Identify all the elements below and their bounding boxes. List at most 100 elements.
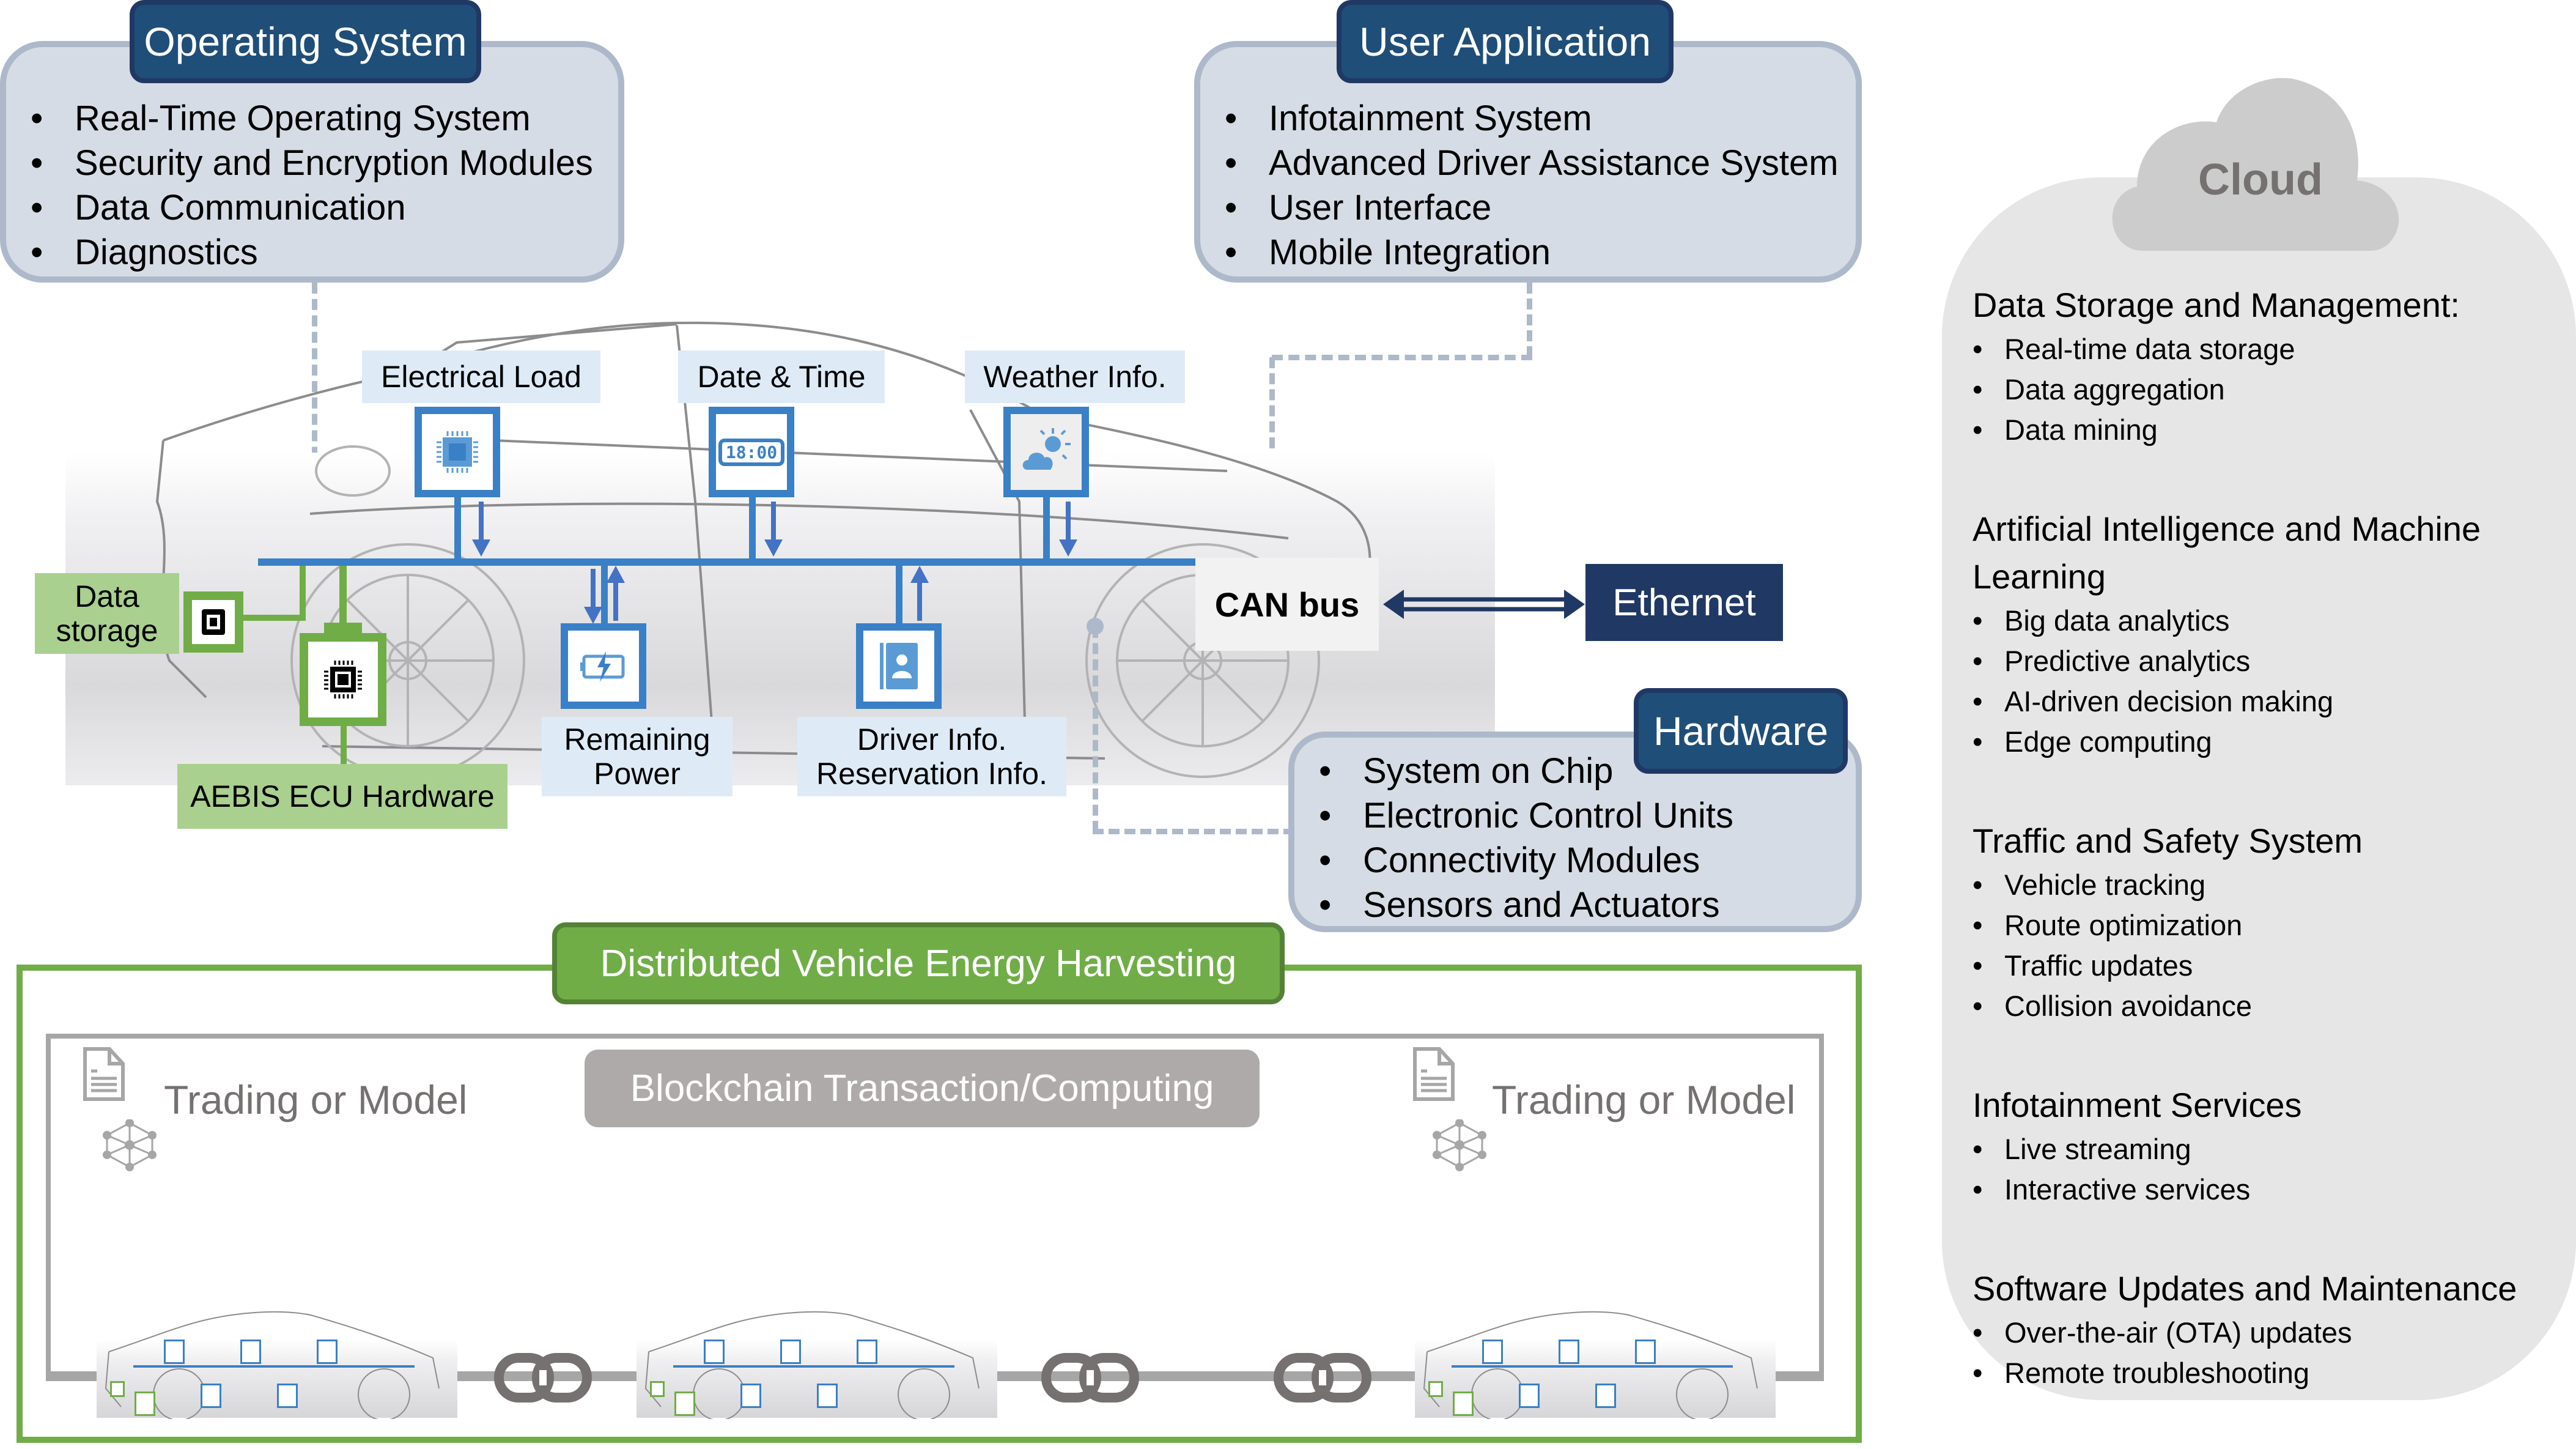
vehicle-node-module <box>817 1384 838 1408</box>
cloud-section-list: Vehicle tracking Route optimization Traf… <box>1973 865 2559 1026</box>
vehicle-node-bus <box>133 1365 415 1368</box>
cloud-icon <box>2112 78 2399 251</box>
vehicle-node-module <box>1595 1384 1616 1408</box>
hardware-connector-line-a <box>1093 627 1098 832</box>
aebis-ecu-label: AEBIS ECU Hardware <box>177 764 507 829</box>
driver-info-connector <box>896 566 902 624</box>
data-storage-line2: storage <box>56 613 158 648</box>
cloud-section-list: Real-time data storage Data aggregation … <box>1973 329 2559 450</box>
vehicle-node-storage <box>650 1381 665 1397</box>
vehicle-node[interactable] <box>637 1311 997 1419</box>
vehicle-node-storage <box>110 1381 125 1397</box>
operating-system-title: Operating System <box>130 0 481 83</box>
data-storage-label: Data storage <box>35 573 179 654</box>
driver-info-line1: Driver Info. <box>857 722 1007 757</box>
cloud-item: Data mining <box>1973 410 2559 450</box>
user-application-title: User Application <box>1337 0 1674 83</box>
chain-link-icon <box>494 1352 592 1407</box>
cloud-section-list: Over-the-air (OTA) updates Remote troubl… <box>1973 1313 2559 1393</box>
vehicle-node[interactable] <box>1415 1311 1776 1419</box>
hardware-item: Sensors and Actuators <box>1294 883 1733 927</box>
ethernet-box: Ethernet <box>1585 564 1783 641</box>
clock-icon: 18:00 <box>718 438 785 466</box>
chip-icon <box>324 661 362 699</box>
cloud-section: Artificial Intelligence and Machine Lear… <box>1973 505 2559 762</box>
cloud-section: Data Storage and Management: Real-time d… <box>1973 281 2559 450</box>
can-bus-label: CAN bus <box>1195 558 1379 651</box>
vehicle-node-module <box>164 1340 185 1364</box>
chain-link-icon <box>1274 1352 1371 1407</box>
os-item: Diagnostics <box>6 230 593 275</box>
document-icon <box>83 1047 125 1101</box>
ecu-link-v <box>339 566 347 626</box>
vehicle-node-module <box>857 1340 877 1364</box>
cloud-item: Data aggregation <box>1973 369 2559 410</box>
remaining-power-line2: Power <box>594 757 681 791</box>
vehicle-node-module <box>240 1340 261 1364</box>
cloud-section: Infotainment Services Live streaming Int… <box>1973 1081 2559 1210</box>
date-time-label: Date & Time <box>678 350 885 403</box>
hardware-item: Electronic Control Units <box>1294 793 1733 838</box>
cloud-item: Predictive analytics <box>1973 641 2559 681</box>
vehicle-node-module <box>201 1384 221 1408</box>
cloud-item: Collision avoidance <box>1973 986 2559 1026</box>
vehicle-node-module <box>1635 1340 1656 1364</box>
electrical-load-label: Electrical Load <box>362 350 600 403</box>
vehicle-node-bus <box>673 1365 954 1368</box>
cloud-section-title: Software Updates and Maintenance <box>1973 1269 2517 1308</box>
vehicle-node-module <box>317 1340 338 1364</box>
neural-network-icon <box>103 1119 157 1171</box>
os-item: Real-Time Operating System <box>6 96 593 141</box>
user-application-list: Infotainment System Advanced Driver Assi… <box>1200 96 1839 275</box>
operating-system-list: Real-Time Operating System Security and … <box>6 96 593 275</box>
battery-charging-icon <box>580 651 625 682</box>
reservation-info-line2: Reservation Info. <box>816 757 1047 791</box>
cloud-item: Vehicle tracking <box>1973 865 2559 905</box>
storage-chip-icon <box>202 609 225 635</box>
cloud-item: Live streaming <box>1973 1129 2559 1169</box>
cloud-item: Route optimization <box>1973 905 2559 946</box>
aebis-ecu-module[interactable] <box>300 633 386 726</box>
electrical-load-module[interactable] <box>415 407 500 497</box>
user-app-item: Infotainment System <box>1200 96 1839 141</box>
data-storage-module[interactable] <box>183 591 243 653</box>
ecu-link-cap <box>324 623 362 634</box>
date-time-connector <box>749 497 756 561</box>
driver-info-module[interactable] <box>856 623 942 709</box>
ecu-label-link <box>341 726 347 764</box>
remaining-power-module[interactable] <box>561 623 646 709</box>
user-app-item: Advanced Driver Assistance System <box>1200 141 1839 185</box>
arrow-up-icon <box>607 566 625 621</box>
distributed-harvesting-title: Distributed Vehicle Energy Harvesting <box>552 922 1285 1004</box>
contact-book-icon <box>880 643 918 689</box>
date-time-module[interactable]: 18:00 <box>709 407 794 497</box>
vehicle-node-module <box>1482 1340 1503 1364</box>
user-app-connector-line-a <box>1527 283 1532 357</box>
cloud-section-title: Data Storage and Management: <box>1973 286 2460 324</box>
chain-link-icon <box>1041 1352 1139 1407</box>
hardware-title: Hardware <box>1634 688 1848 774</box>
weather-info-module[interactable] <box>1003 407 1089 497</box>
vehicle-node-ecu <box>135 1392 155 1416</box>
chip-icon <box>437 431 478 473</box>
vehicle-node-module <box>780 1340 801 1364</box>
arrow-down-icon <box>764 502 783 557</box>
hardware-item: Connectivity Modules <box>1294 838 1733 883</box>
cloud-item: Interactive services <box>1973 1169 2559 1210</box>
driver-info-label: Driver Info. Reservation Info. <box>797 717 1066 796</box>
vehicle-node[interactable] <box>97 1311 457 1419</box>
cloud-section-title: Artificial Intelligence and Machine Lear… <box>1973 510 2481 596</box>
arrow-up-icon <box>910 566 929 621</box>
vehicle-node-module <box>1519 1384 1540 1408</box>
weather-info-label: Weather Info. <box>965 350 1185 403</box>
user-app-item: User Interface <box>1200 185 1839 230</box>
vehicle-node-ecu <box>1453 1392 1474 1416</box>
vehicle-node-module <box>740 1384 761 1408</box>
vehicle-node-ecu <box>674 1392 695 1416</box>
user-app-connector-line-c <box>1269 357 1275 528</box>
cloud-section: Software Updates and Maintenance Over-th… <box>1973 1265 2559 1393</box>
cloud-section: Traffic and Safety System Vehicle tracki… <box>1973 817 2559 1026</box>
weather-connector <box>1043 497 1050 561</box>
cloud-section-list: Live streaming Interactive services <box>1973 1129 2559 1210</box>
os-item: Security and Encryption Modules <box>6 141 593 185</box>
